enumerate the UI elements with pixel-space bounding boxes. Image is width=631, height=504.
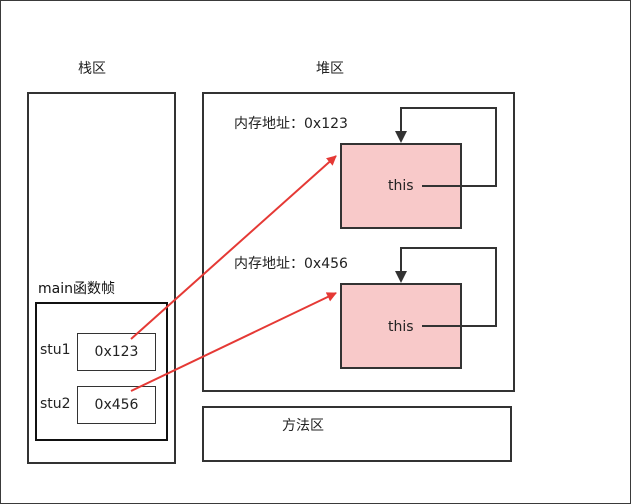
var-name-stu2: stu2 [40, 396, 71, 412]
object-this-2: this [388, 319, 414, 335]
method-area [202, 406, 512, 462]
stack-title: 栈区 [78, 61, 106, 77]
var-value-box-stu1: 0x123 [77, 333, 156, 371]
var-value-stu1: 0x123 [94, 344, 139, 360]
var-value-box-stu2: 0x456 [77, 386, 156, 424]
var-name-stu1: stu1 [40, 342, 71, 358]
object-address-1: 内存地址：0x123 [234, 116, 348, 132]
main-frame-title: main函数帧 [38, 281, 115, 297]
var-value-stu2: 0x456 [94, 397, 139, 413]
object-this-1: this [388, 178, 414, 194]
method-area-title: 方法区 [282, 418, 324, 434]
object-address-2: 内存地址：0x456 [234, 256, 348, 272]
heap-title: 堆区 [316, 61, 344, 77]
